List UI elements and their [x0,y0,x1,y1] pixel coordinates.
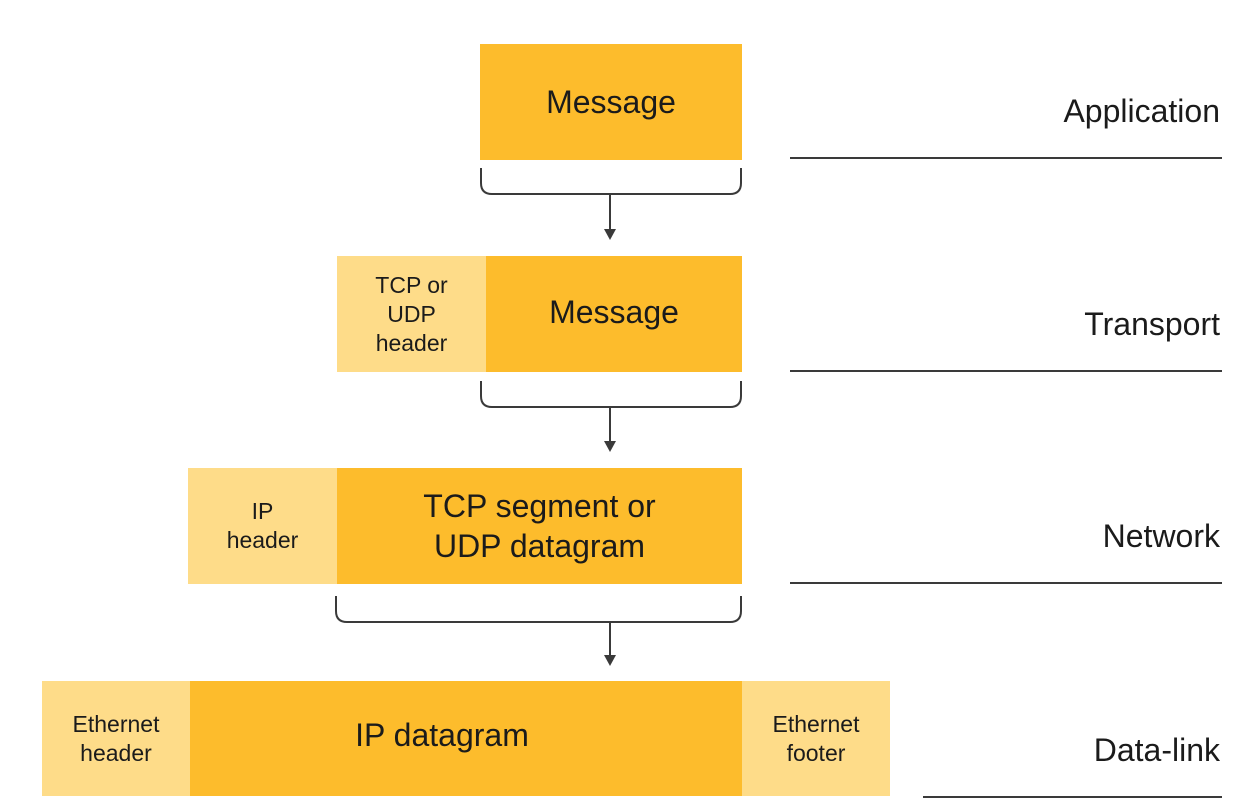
layer-divider-network [790,582,1222,584]
network-header-box: IP header [188,468,337,584]
layer-divider-transport [790,370,1222,372]
transport-header-label: TCP or UDP header [375,271,448,356]
transport-message-label: Message [549,294,679,330]
layer-label-data-link: Data-link [1093,732,1220,768]
ethernet-header-label: Ethernet header [72,710,160,766]
ethernet-header-box: Ethernet header [42,681,190,796]
layer-divider-data-link [923,796,1222,798]
application-message-label: Message [546,84,676,120]
network-header-label: IP header [226,498,299,553]
transport-header-box: TCP or UDP header [337,256,486,372]
network-payload-box: TCP segment or UDP datagram [337,468,742,584]
layer-label-network: Network [1102,518,1220,554]
ethernet-footer-label: Ethernet footer [772,710,860,766]
layer-label-transport: Transport [1084,306,1220,342]
ethernet-footer-box: Ethernet footer [742,681,890,796]
layer-divider-application [790,157,1222,159]
ip-datagram-box: IP datagram [190,681,742,796]
bracket-arrow-down-icon [480,381,742,452]
network-payload-label: TCP segment or UDP datagram [423,488,656,564]
application-message-box: Message [480,44,742,160]
layer-label-application: Application [1063,93,1220,129]
bracket-arrow-down-icon [480,168,742,240]
transport-message-box: Message [486,256,742,372]
ip-datagram-label: IP datagram [355,716,529,753]
bracket-arrow-down-icon [335,596,742,666]
